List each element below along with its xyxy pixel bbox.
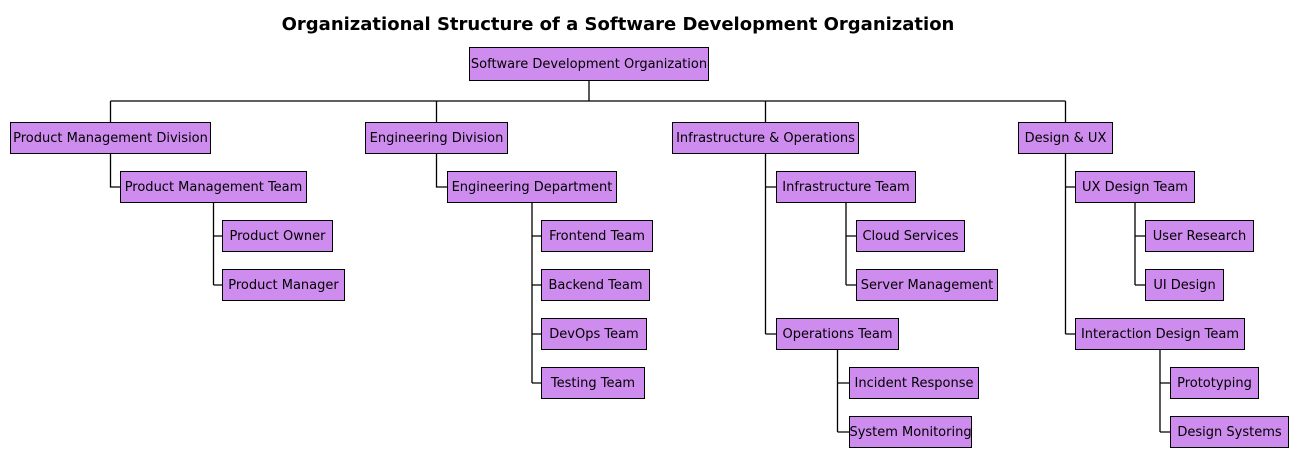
node-prototyping: Prototyping (1170, 367, 1259, 399)
node-design-systems: Design Systems (1170, 416, 1289, 448)
node-frontend-team: Frontend Team (541, 220, 653, 252)
node-testing-team: Testing Team (541, 367, 645, 399)
node-backend-team: Backend Team (541, 269, 650, 301)
diagram-title: Organizational Structure of a Software D… (281, 14, 955, 35)
node-engineering-division: Engineering Division (365, 122, 508, 154)
node-product-owner: Product Owner (222, 220, 333, 252)
connector-root-to-divisions (109, 81, 1067, 122)
node-cloud-services: Cloud Services (856, 220, 965, 252)
node-server-management: Server Management (856, 269, 998, 301)
node-operations-team: Operations Team (776, 318, 899, 350)
connector-engineering-branch (435, 154, 541, 384)
node-product-management-team: Product Management Team (120, 171, 307, 203)
node-product-manager: Product Manager (222, 269, 345, 301)
connector-product-branch (109, 154, 222, 286)
node-devops-team: DevOps Team (541, 318, 647, 350)
node-product-management-division: Product Management Division (10, 122, 211, 154)
node-ui-design: UI Design (1145, 269, 1224, 301)
node-user-research: User Research (1145, 220, 1254, 252)
node-infrastructure-and-operations: Infrastructure & Operations (672, 122, 859, 154)
node-design-and-ux: Design & UX (1018, 122, 1113, 154)
connector-infrastructure-branch (764, 154, 856, 433)
node-engineering-department: Engineering Department (447, 171, 617, 203)
node-interaction-design-team: Interaction Design Team (1075, 318, 1245, 350)
node-software-development-organization: Software Development Organization (469, 47, 709, 81)
node-infrastructure-team: Infrastructure Team (776, 171, 916, 203)
node-system-monitoring: System Monitoring (849, 416, 972, 448)
connector-design-branch (1064, 154, 1170, 433)
node-ux-design-team: UX Design Team (1075, 171, 1195, 203)
node-incident-response: Incident Response (849, 367, 979, 399)
